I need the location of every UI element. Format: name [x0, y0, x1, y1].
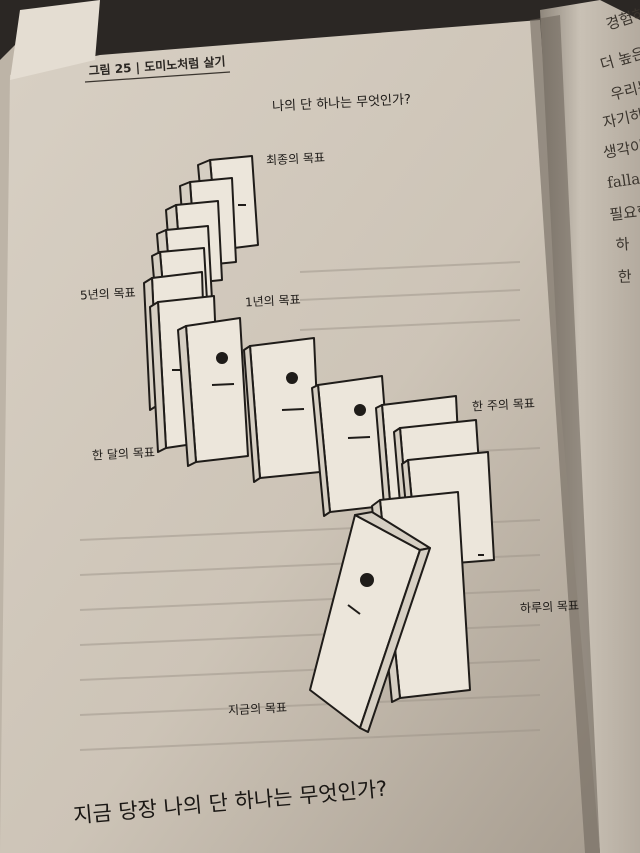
label-final-goal: 최종의 목표 — [265, 150, 326, 168]
label-one-day-goal: 하루의 목표 — [519, 598, 580, 616]
page-corner — [10, 0, 100, 80]
book-gutter — [530, 15, 600, 853]
caption-rule — [84, 71, 231, 83]
label-five-year-goal: 5년의 목표 — [79, 285, 136, 303]
label-one-year-goal: 1년의 목표 — [244, 292, 301, 310]
right-text-9: 한 — [618, 268, 633, 286]
domino-mid-2 — [311, 375, 393, 517]
domino-chain — [143, 155, 495, 733]
right-text-7: 필요한 — [609, 202, 640, 224]
label-now-goal: 지금의 목표 — [227, 700, 288, 718]
right-text-8: 하 — [615, 235, 630, 254]
domino-now — [309, 511, 431, 733]
domino-mid-1 — [177, 317, 249, 467]
label-one-week-goal: 한 주의 목표 — [471, 396, 536, 414]
label-one-month-goal: 한 달의 목표 — [91, 445, 156, 463]
domino-one-year — [243, 337, 321, 483]
